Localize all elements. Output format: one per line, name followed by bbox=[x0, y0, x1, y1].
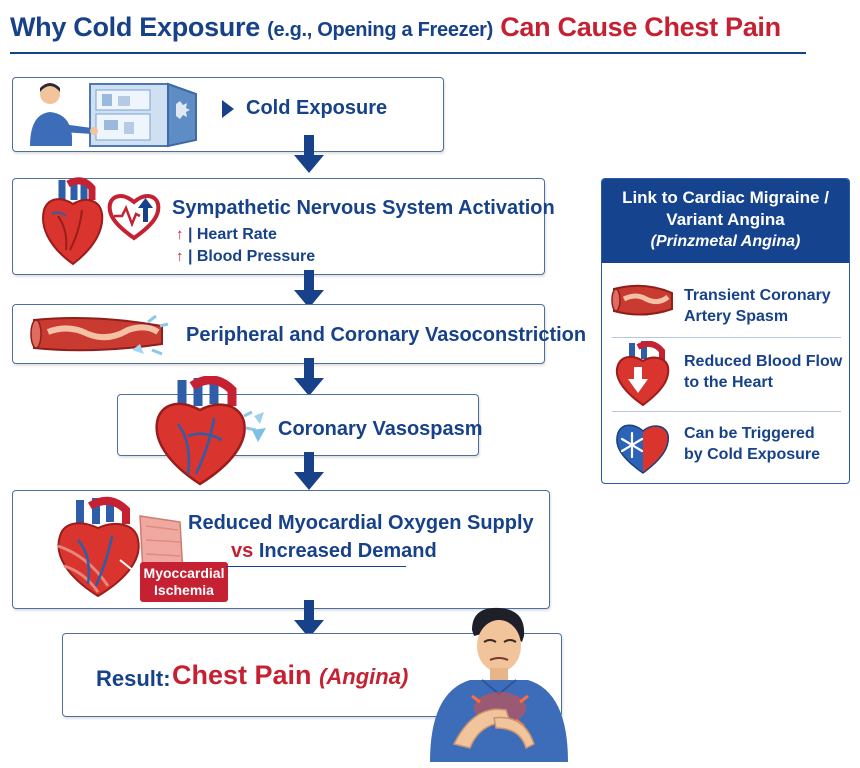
result-chest-pain: Chest Pain (Angina) bbox=[172, 660, 409, 690]
heart-down-arrow-icon bbox=[615, 341, 670, 407]
sidebar-heading-line2: Variant Angina bbox=[666, 210, 785, 229]
ischemia-tag-line2: Ischemia bbox=[154, 582, 214, 598]
title-divider bbox=[10, 52, 806, 54]
increase-arrow-icon: ↑ bbox=[176, 248, 184, 265]
result-label: Result: bbox=[96, 666, 171, 691]
supply-underline bbox=[226, 566, 406, 567]
large-heart-icon bbox=[155, 376, 257, 486]
sidebar-heading-line1: Link to Cardiac Migraine / bbox=[622, 188, 829, 207]
sidebar-item-blood-flow: Reduced Blood Flow to the Heart bbox=[684, 353, 843, 391]
ischemia-tag: Myoccardial Ischemia bbox=[140, 562, 228, 602]
sidebar-variant-angina: Link to Cardiac Migraine / Variant Angin… bbox=[601, 178, 850, 484]
stage-supply-line2: vs Increased Demand bbox=[231, 540, 437, 562]
flow-arrow-3 bbox=[294, 358, 324, 396]
page-title: Why Cold Exposure (e.g., Opening a Freez… bbox=[10, 12, 781, 43]
title-red: Can Cause Chest Pain bbox=[500, 12, 781, 42]
stage-supply-line1: Reduced Myocardial Oxygen Supply bbox=[188, 512, 534, 534]
stage-vasoconstriction-label: Peripheral and Coronary Vasoconstriction bbox=[186, 324, 587, 346]
stage-sympathetic-label: Sympathetic Nervous System Activation bbox=[172, 197, 555, 219]
flow-arrow-1 bbox=[294, 135, 324, 173]
flow-arrow-5 bbox=[294, 600, 324, 638]
stage-cold-exposure-label: Cold Exposure bbox=[246, 97, 388, 119]
sidebar-divider bbox=[612, 411, 841, 412]
vs-label: vs bbox=[231, 540, 254, 562]
title-main: Why Cold Exposure bbox=[10, 12, 260, 42]
sidebar-heading: Link to Cardiac Migraine / Variant Angin… bbox=[602, 179, 849, 263]
artery-icon bbox=[611, 284, 673, 316]
sidebar-divider bbox=[612, 337, 841, 338]
increase-arrow-icon: ↑ bbox=[176, 226, 184, 243]
title-paren: (e.g., Opening a Freezer) bbox=[267, 19, 494, 41]
flow-arrow-4 bbox=[294, 452, 324, 490]
ischemia-tag-line1: Myoccardial bbox=[143, 565, 225, 581]
cold-shards-icon bbox=[252, 412, 266, 442]
result-angina: (Angina) bbox=[319, 664, 409, 689]
sidebar-heading-sub: (Prinzmetal Angina) bbox=[650, 233, 801, 250]
constricted-vessel-icon bbox=[30, 314, 169, 356]
sidebar-item-cold-trigger: Can be Triggered by Cold Exposure bbox=[684, 425, 821, 463]
stage-cold-exposure bbox=[12, 77, 444, 152]
heart-icon bbox=[42, 177, 104, 266]
snowflake-heart-icon bbox=[616, 424, 670, 474]
play-arrow-icon bbox=[222, 100, 234, 118]
blood-pressure-bullet: ↑ | Blood Pressure bbox=[176, 248, 316, 265]
flow-arrow-2 bbox=[294, 270, 324, 308]
heart-rate-bullet: ↑ | Heart Rate bbox=[176, 226, 277, 243]
person-chest-pain-icon bbox=[430, 607, 568, 762]
stage-vasospasm-label: Coronary Vasospasm bbox=[278, 418, 483, 440]
heart-rate-up-icon bbox=[107, 194, 161, 241]
person-at-freezer-icon bbox=[30, 82, 197, 148]
sidebar-item-spasm: Transient Coronary Artery Spasm bbox=[684, 287, 831, 325]
